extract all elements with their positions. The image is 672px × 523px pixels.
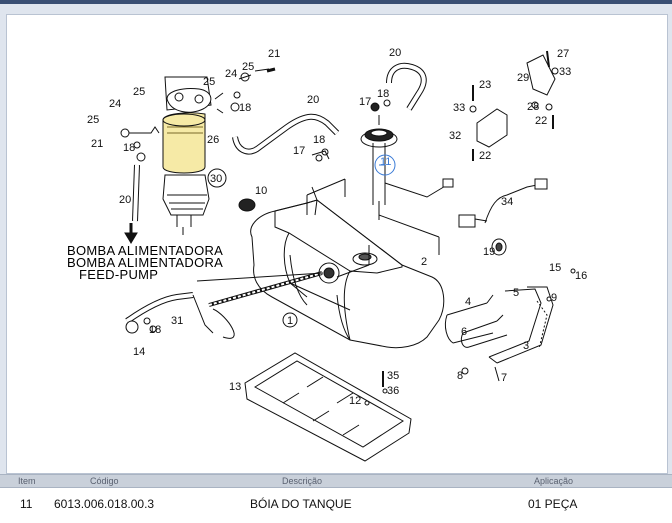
callout-20-left: 20 <box>119 194 131 206</box>
feed-pump-label-1: BOMBA ALIMENTADORA <box>67 243 223 258</box>
callout-5: 5 <box>513 287 519 299</box>
callout-33-right: 33 <box>559 66 571 78</box>
diagram-panel: 21 25 24 25 24 25 18 25 24 21 18 26 30 2… <box>6 14 668 474</box>
callout-11: 11 <box>380 156 391 168</box>
callout-26: 26 <box>207 134 219 146</box>
row-aplicacao: 01 PEÇA <box>528 497 578 511</box>
header-aplicacao: Aplicação <box>534 476 574 486</box>
callout-13: 13 <box>229 381 241 393</box>
feed-pump-label-2: BOMBA ALIMENTADORA <box>67 255 223 270</box>
callout-18-sender: 18 <box>377 88 389 100</box>
callout-20-mid: 20 <box>307 94 319 106</box>
diagram-frame: 21 25 24 25 24 25 18 25 24 21 18 26 30 2… <box>0 4 672 474</box>
callout-1: 1 <box>287 315 293 327</box>
callout-18-mid: 18 <box>313 134 325 146</box>
callout-35: 35 <box>387 370 399 382</box>
callout-8: 8 <box>457 370 463 382</box>
callout-25-left: 25 <box>87 114 99 126</box>
callout-10: 10 <box>255 185 267 197</box>
callout-20-top: 20 <box>389 47 401 59</box>
callout-15: 15 <box>549 262 561 274</box>
callout-9: 9 <box>551 292 557 304</box>
callout-7: 7 <box>501 372 507 384</box>
callout-30: 30 <box>210 173 222 185</box>
row-descricao: BÓIA DO TANQUE <box>250 497 352 511</box>
feed-pump-label-3: FEED-PUMP <box>79 267 158 282</box>
row-codigo: 6013.006.018.00.3 <box>54 497 155 511</box>
callout-6: 6 <box>461 326 467 338</box>
callout-24-top: 24 <box>225 68 237 80</box>
callout-27: 27 <box>557 48 569 60</box>
callout-4: 4 <box>465 296 471 308</box>
callout-2: 2 <box>421 256 427 268</box>
table-row[interactable]: 11 6013.006.018.00.3 BÓIA DO TANQUE 01 P… <box>0 488 672 523</box>
header-descricao: Descrição <box>282 476 323 486</box>
callout-21-top: 21 <box>268 48 280 60</box>
callout-16: 16 <box>575 270 587 282</box>
callout-25-pump: 25 <box>133 86 145 98</box>
callout-21-left: 21 <box>91 138 103 150</box>
callout-22-mid: 22 <box>479 150 491 162</box>
callout-3: 3 <box>523 340 529 352</box>
exploded-parts-diagram: 21 25 24 25 24 25 18 25 24 21 18 26 30 2… <box>67 47 587 462</box>
callout-34: 34 <box>501 196 513 208</box>
callout-14: 14 <box>133 346 145 358</box>
callout-18-left: 18 <box>123 142 135 154</box>
callout-25-mid: 25 <box>203 76 215 88</box>
callout-32: 32 <box>449 130 461 142</box>
window-top-bar <box>0 0 672 4</box>
callout-29: 29 <box>517 72 529 84</box>
callout-22-right: 22 <box>535 115 547 127</box>
callout-36: 36 <box>387 385 399 397</box>
parts-table-header: Item Código Descrição Aplicação <box>0 474 672 488</box>
callout-12: 12 <box>349 395 361 407</box>
callout-18-top: 18 <box>239 102 251 114</box>
callout-24-left: 24 <box>109 98 121 110</box>
callout-17-sender: 17 <box>359 96 371 108</box>
callout-18-bottom: 18 <box>149 324 161 336</box>
callout-33-mid: 33 <box>453 102 465 114</box>
callout-23: 23 <box>479 79 491 91</box>
callout-19: 19 <box>483 246 495 258</box>
callout-28: 28 <box>527 101 539 113</box>
header-item: Item <box>18 476 36 486</box>
callout-31: 31 <box>171 315 183 327</box>
callout-25-top: 25 <box>242 61 254 73</box>
header-codigo: Código <box>90 476 119 486</box>
row-item: 11 <box>20 497 33 511</box>
callout-17-mid: 17 <box>293 145 305 157</box>
